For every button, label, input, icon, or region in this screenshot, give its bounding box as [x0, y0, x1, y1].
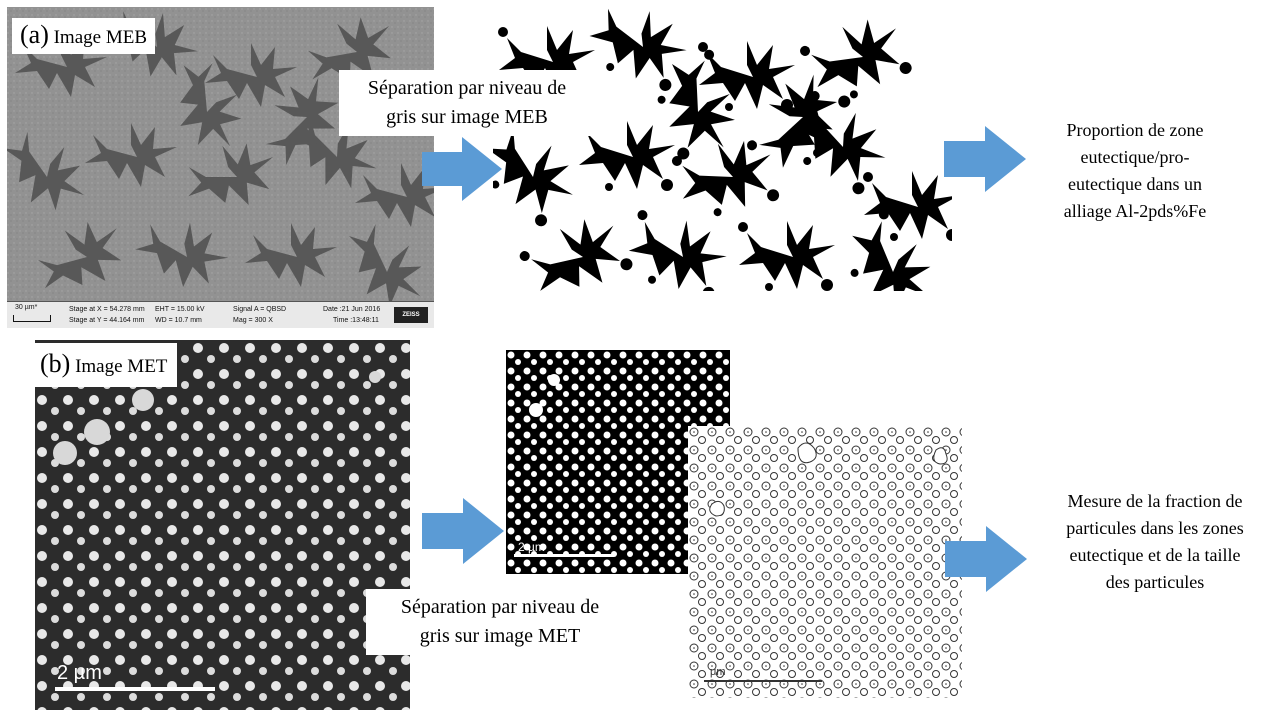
panel-a-step-caption: Séparation par niveau de gris sur image … [339, 70, 595, 136]
sem-scale-bar [13, 315, 51, 322]
panel-b-label: (b) Image MET [32, 343, 178, 387]
sem-binary-microstructure [493, 7, 952, 291]
panel-a-step-caption-line1: Séparation par niveau de [367, 77, 567, 99]
panel-b-title: Image MET [75, 356, 168, 377]
sem-eht: EHT = 15.00 kV [155, 306, 205, 313]
tem-particle-outlines [688, 426, 962, 698]
sem-mag: Mag = 300 X [233, 317, 273, 324]
panel-a-title: Image MEB [53, 27, 148, 48]
sem-signal: Signal A = QBSD [233, 306, 287, 313]
sem-stage-y: Stage at Y = 44.164 mm [69, 317, 145, 324]
panel-b-step-caption-line2: gris sur image MET [419, 625, 581, 647]
panel-a-result: Proportion de zone eutectique/pro- eutec… [1030, 117, 1240, 225]
tem-outline-image: μm [688, 426, 962, 698]
panel-b-result-line3: eutectique et de la taille [1069, 545, 1241, 565]
sem-time: Time :13:48:11 [333, 317, 379, 324]
tem-binary-scale-bar [514, 554, 614, 557]
tem-binary-scale-label: 2 µm [518, 540, 545, 554]
sem-info-bar: 30 µm* Stage at X = 54.278 mm Stage at Y… [7, 301, 434, 328]
panel-a-result-line4: alliage Al-2pds%Fe [1063, 201, 1207, 221]
panel-b-result-line4: des particules [1105, 572, 1205, 592]
sem-date: Date :21 Jun 2016 [323, 306, 381, 313]
right-arrow-icon [422, 498, 504, 564]
sem-microstructure [7, 7, 434, 302]
tem-scale-label: 2 µm [57, 662, 102, 684]
right-arrow-icon [422, 137, 502, 201]
tem-particles [35, 340, 410, 710]
panel-a-result-line2: eutectique/pro- [1080, 147, 1190, 167]
tem-scale-bar [55, 687, 215, 691]
panel-b-result-line2: particules dans les zones [1066, 518, 1244, 538]
panel-a-step-caption-line2: gris sur image MEB [386, 106, 548, 128]
tem-outline-scale-label: μm [710, 666, 726, 678]
tem-image: 2 µm [35, 340, 410, 710]
panel-b-step-caption: Séparation par niveau de gris sur image … [366, 589, 634, 655]
sem-binary-image [493, 7, 952, 291]
right-arrow-icon [945, 526, 1027, 592]
panel-a-letter: (a) [20, 20, 49, 49]
panel-a-result-line3: eutectique dans un [1068, 174, 1202, 194]
zeiss-logo: ZEISS [394, 307, 428, 323]
sem-scale-label: 30 µm* [15, 304, 38, 311]
sem-stage-x: Stage at X = 54.278 mm [69, 306, 145, 313]
right-arrow-icon [944, 126, 1026, 192]
panel-b-result: Mesure de la fraction de particules dans… [1030, 488, 1280, 596]
panel-b-letter: (b) [40, 349, 71, 378]
panel-b-step-caption-line1: Séparation par niveau de [400, 596, 600, 618]
panel-a-result-line1: Proportion de zone [1066, 120, 1204, 140]
sem-wd: WD = 10.7 mm [155, 317, 202, 324]
panel-a-label: (a) Image MEB [12, 18, 156, 54]
sem-image: 30 µm* Stage at X = 54.278 mm Stage at Y… [7, 7, 434, 328]
panel-b-result-line1: Mesure de la fraction de [1067, 491, 1243, 511]
